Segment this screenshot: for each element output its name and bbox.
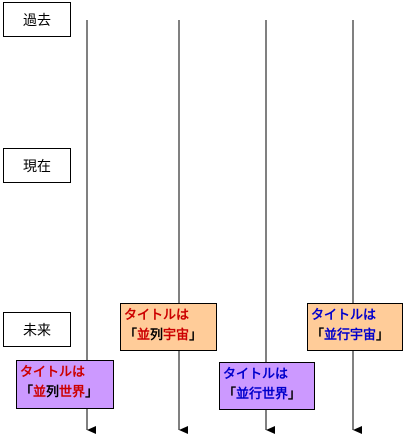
title-text-segment: 」 — [85, 385, 99, 400]
title-text-segment: タイトルは — [223, 367, 289, 382]
time-label-present: 現在 — [3, 148, 71, 183]
title-text-segment: 世界 — [59, 385, 86, 400]
title-text-segment: 宇宙 — [163, 328, 190, 343]
title-text-segment: 並 — [33, 385, 47, 400]
title-text-segment: 「 — [20, 385, 34, 400]
title-text-segment: 並行世界 — [236, 387, 289, 402]
title-box-line-1: タイトルは — [223, 365, 311, 385]
title-box-parallel-travel-universe: タイトルは 「並行宇宙」 — [307, 303, 403, 351]
title-text-segment: 」 — [376, 328, 390, 343]
title-box-line-2: 「並列宇宙」 — [124, 326, 213, 346]
title-text-segment: 「 — [223, 387, 237, 402]
title-box-line-2: 「並行世界」 — [223, 385, 311, 405]
title-box-line-2: 「並行宇宙」 — [311, 326, 399, 346]
title-text-segment: 「 — [124, 328, 138, 343]
title-text-segment: タイトルは — [20, 365, 86, 380]
title-box-parallel-universe: タイトルは 「並列宇宙」 — [120, 303, 217, 351]
title-box-parallel-travel-world: タイトルは 「並行世界」 — [219, 362, 315, 410]
time-label-past: 過去 — [3, 2, 71, 37]
title-box-line-1: タイトルは — [311, 306, 399, 326]
title-text-segment: 「 — [311, 328, 325, 343]
title-box-line-1: タイトルは — [20, 363, 110, 383]
title-box-parallel-world: タイトルは 「並列世界」 — [16, 360, 114, 409]
title-text-segment: 並 — [137, 328, 151, 343]
title-text-segment: タイトルは — [124, 308, 190, 323]
time-label-future: 未来 — [3, 312, 71, 347]
title-box-line-1: タイトルは — [124, 306, 213, 326]
title-text-segment: 並行宇宙 — [324, 328, 377, 343]
title-text-segment: 」 — [189, 328, 203, 343]
title-box-line-2: 「並列世界」 — [20, 383, 110, 403]
title-text-segment: 」 — [288, 387, 302, 402]
title-text-segment: 列 — [46, 385, 60, 400]
title-text-segment: タイトルは — [311, 308, 377, 323]
title-text-segment: 列 — [150, 328, 164, 343]
